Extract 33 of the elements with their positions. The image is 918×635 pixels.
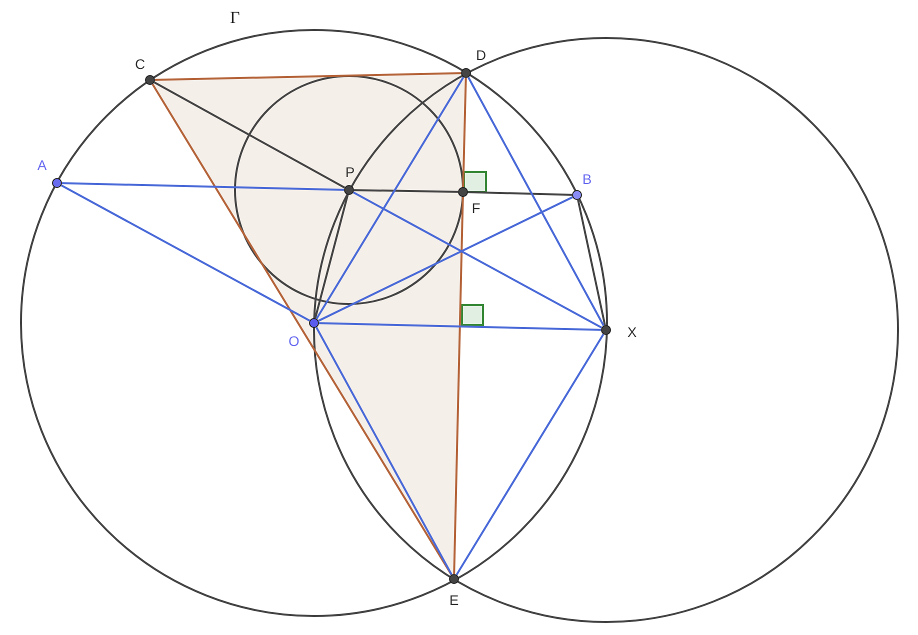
line-segment bbox=[318, 322, 602, 331]
line-segment bbox=[60, 184, 310, 322]
point bbox=[572, 190, 582, 200]
line-segment bbox=[154, 72, 462, 81]
point-label: B bbox=[582, 172, 592, 186]
line-segment bbox=[456, 334, 604, 576]
line-segment bbox=[154, 82, 346, 188]
point bbox=[461, 68, 471, 78]
line-segment bbox=[453, 196, 464, 574]
point bbox=[52, 178, 62, 188]
point-label: C bbox=[134, 57, 146, 71]
point-label: E bbox=[449, 593, 459, 607]
line-segment bbox=[316, 326, 452, 576]
point bbox=[145, 75, 155, 85]
point-label: O bbox=[288, 334, 300, 348]
point bbox=[449, 574, 459, 584]
point-label: D bbox=[476, 48, 486, 62]
line-segment bbox=[316, 76, 464, 320]
line-segment bbox=[352, 192, 602, 328]
point-label: F bbox=[472, 201, 480, 215]
line-segment bbox=[468, 191, 572, 196]
line-segment bbox=[318, 196, 573, 322]
point-label: P bbox=[345, 165, 355, 179]
line-segment bbox=[62, 182, 344, 191]
line-segment bbox=[354, 189, 458, 193]
line-segment bbox=[577, 200, 606, 326]
line-segment bbox=[462, 78, 467, 188]
point-label: A bbox=[37, 158, 47, 172]
point bbox=[601, 325, 611, 335]
circle-label: Γ bbox=[230, 9, 240, 26]
point-label: X bbox=[627, 325, 637, 339]
line-segment bbox=[468, 76, 604, 326]
line-segment bbox=[314, 194, 349, 318]
